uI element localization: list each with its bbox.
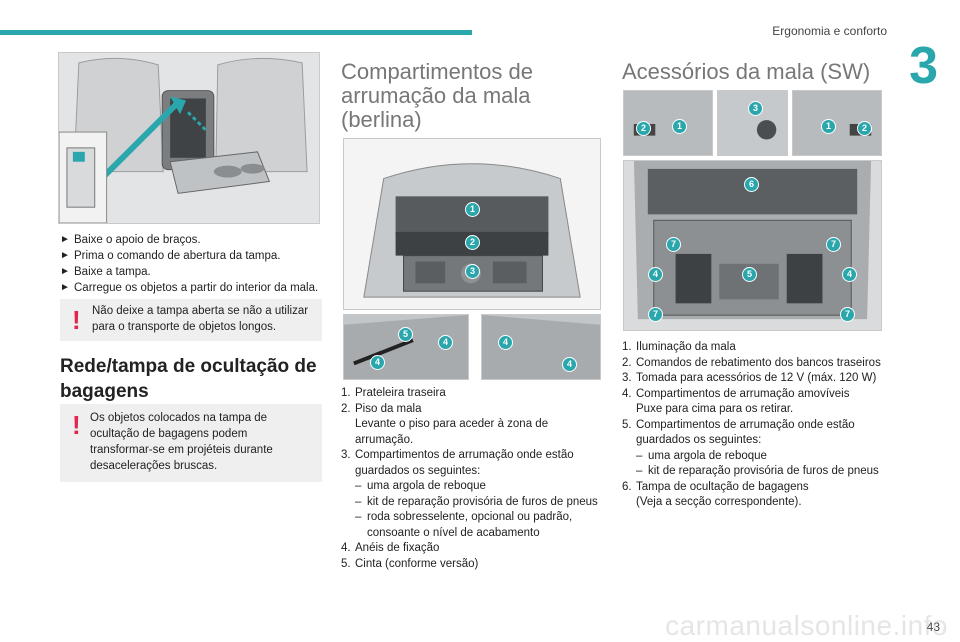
header-accent-bar: [0, 30, 472, 35]
chapter-number: 3: [909, 37, 938, 95]
callout-marker: 4: [842, 267, 857, 282]
list-subitem: –kit de reparação provisória de furos de…: [636, 465, 879, 477]
list-subtext: (Veja a secção correspondente).: [636, 496, 802, 508]
list-item: 6.Tampa de ocultação de bagagens: [622, 480, 809, 493]
bullet-arrow-icon: ►: [60, 282, 70, 293]
list-item: 4.Compartimentos de arrumação amovíveis: [622, 387, 850, 400]
sw-trunk-illustration: 6 7 7 4 5 4 7 7: [623, 160, 882, 331]
callout-marker: 1: [672, 119, 687, 134]
callout-marker: 6: [744, 177, 759, 192]
list-item: ►Baixe o apoio de braços.: [60, 234, 201, 246]
callout-marker: 4: [562, 357, 577, 372]
sedan-trunk-right-detail: 4 4: [481, 314, 601, 380]
sedan-legend-list: 1.Prateleira traseira 2.Piso da mala Lev…: [341, 386, 603, 572]
page-number: 43: [926, 620, 940, 634]
list-item: 2.Piso da mala: [341, 402, 422, 415]
list-subitem: –kit de reparação provisória de furos de…: [355, 495, 598, 508]
callout-marker: 1: [465, 202, 480, 217]
callout-marker: 5: [398, 327, 413, 342]
list-item: 1.Iluminação da mala: [622, 341, 736, 353]
list-item: 3.Tomada para acessórios de 12 V (máx. 1…: [622, 372, 877, 384]
list-item: 5.Cinta (conforme versão): [341, 557, 479, 570]
list-subitem: –uma argola de reboque: [355, 480, 486, 492]
warning-box: ! Os objetos colocados na tampa de ocult…: [60, 404, 322, 482]
callout-marker: 2: [636, 121, 651, 136]
bullet-arrow-icon: ►: [60, 234, 70, 245]
list-subtext: Puxe para cima para os retirar.: [636, 403, 794, 415]
sedan-trunk-illustration: 1 2 3: [343, 138, 601, 310]
warning-icon: !: [72, 410, 81, 440]
watermark: carmanualsonline.info: [665, 610, 948, 641]
sedan-trunk-left-detail: 5 4 4: [343, 314, 469, 380]
warning-icon: !: [72, 305, 81, 335]
callout-marker: 7: [648, 307, 663, 322]
callout-marker: 3: [465, 264, 480, 279]
callout-marker: 2: [857, 121, 872, 136]
page-title: Acessórios da mala (SW): [622, 59, 871, 84]
list-item: ►Carregue os objetos a partir do interio…: [60, 282, 319, 294]
sw-trunk-detail-left: 2 1: [623, 90, 713, 156]
callout-marker: 1: [821, 119, 836, 134]
list-item: 2.Comandos de rebatimento dos bancos tra…: [622, 356, 881, 369]
callout-marker: 5: [742, 267, 757, 282]
callout-marker: 4: [370, 355, 385, 370]
bullet-arrow-icon: ►: [60, 266, 70, 277]
chapter-title: Ergonomia e conforto: [772, 24, 887, 38]
callout-marker: 7: [840, 307, 855, 322]
list-item: 3.Compartimentos de arrumação onde estão…: [341, 449, 574, 477]
callout-marker: 4: [438, 335, 453, 350]
armrest-instructions: ►Baixe o apoio de braços. ►Prima o coman…: [60, 232, 322, 296]
sw-trunk-detail-right: 1 2: [792, 90, 882, 156]
warning-box: ! Não deixe a tampa aberta se não a util…: [60, 299, 322, 341]
list-item: ►Baixe a tampa.: [60, 266, 151, 278]
callout-marker: 3: [748, 101, 763, 116]
callout-marker: 7: [826, 237, 841, 252]
list-item: 5.Compartimentos de arrumação onde estão…: [622, 418, 855, 447]
callout-marker: 2: [465, 235, 480, 250]
callout-marker: 7: [666, 237, 681, 252]
list-subtext: Levante o piso para aceder à zona de arr…: [355, 418, 549, 446]
list-subitem: –uma argola de reboque: [636, 449, 767, 462]
callout-marker: 4: [498, 335, 513, 350]
list-item: 1.Prateleira traseira: [341, 387, 446, 399]
list-item: ►Prima o comando de abertura da tampa.: [60, 250, 281, 262]
sw-trunk-detail-center: 3: [717, 90, 788, 156]
armrest-illustration: [58, 52, 320, 224]
page-title: Compartimentos de arrumação da mala (ber…: [341, 59, 533, 132]
sw-legend-list: 1.Iluminação da mala 2.Comandos de rebat…: [622, 340, 892, 511]
section-title: Rede/tampa de ocultação de bagagens: [60, 356, 317, 402]
bullet-arrow-icon: ►: [60, 250, 70, 261]
list-subitem: –roda sobresselente, opcional ou padrão,…: [355, 511, 573, 539]
callout-marker: 4: [648, 267, 663, 282]
list-item: 4.Anéis de fixação: [341, 542, 440, 554]
